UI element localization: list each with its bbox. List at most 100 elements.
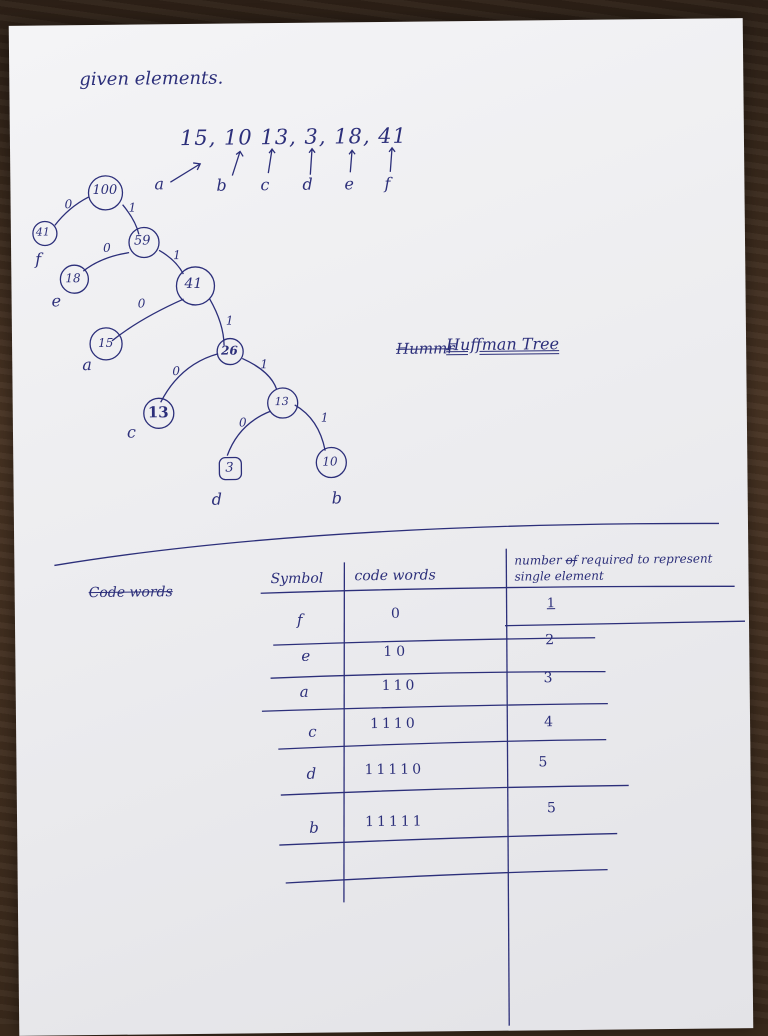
leaf-letter-e: e [51, 291, 62, 311]
edge-bit-41-right: 1 [225, 313, 234, 328]
leaf-letter-c: c [126, 422, 137, 442]
edge-bit-26-right: 1 [260, 357, 269, 372]
edge-bit-26-left: 0 [172, 364, 181, 379]
row-5-bits: 5 [546, 800, 556, 817]
node-label-41-leaf: 41 [35, 225, 50, 239]
table-col-line-1 [343, 562, 346, 903]
element-letter-f: f [384, 173, 391, 193]
edge-13-3 [226, 410, 272, 456]
tree-label: Huffman Tree [445, 334, 560, 355]
row-4-code: 11110 [364, 761, 425, 779]
node-3 [218, 456, 243, 481]
edge-41-15 [111, 298, 184, 342]
edge-13-10 [294, 404, 326, 451]
edge-100-41 [54, 196, 89, 226]
node-26 [216, 337, 244, 366]
table-grid [261, 548, 746, 1026]
element-arrows [170, 146, 396, 183]
node-59 [128, 226, 160, 259]
table-row-line-7 [285, 868, 608, 884]
leaf-letter-a: a [82, 355, 92, 375]
edge-26-13b [241, 357, 278, 390]
node-label-15: 15 [97, 335, 114, 350]
table-row-line-1 [273, 637, 596, 646]
table-row-line-6 [279, 832, 618, 846]
tree-edges [54, 196, 326, 456]
node-label-18: 18 [65, 271, 81, 286]
node-label-41: 41 [184, 275, 203, 293]
node-15 [89, 327, 123, 361]
element-letter-d: d [302, 174, 313, 194]
row-2-bits: 3 [543, 670, 553, 687]
table-row-line-5 [280, 784, 629, 796]
row-3-code: 1110 [369, 715, 418, 733]
node-label-13-leaf: 13 [147, 403, 169, 422]
node-label-3: 3 [225, 460, 234, 476]
edge-26-13 [160, 353, 219, 403]
table-row-line-2 [270, 671, 606, 679]
edge-bit-13-right: 1 [320, 410, 329, 425]
element-letter-e: e [344, 174, 354, 194]
header-underline [505, 620, 746, 627]
leaf-letter-f: f [35, 249, 42, 269]
node-100 [87, 175, 124, 211]
node-label-13: 13 [274, 394, 289, 409]
edge-59-18 [82, 251, 130, 272]
separator-top [54, 522, 719, 567]
edge-41-26 [209, 298, 225, 346]
code-words-struck: Code words [88, 584, 173, 602]
node-10 [315, 446, 347, 479]
row-3-symbol: c [308, 722, 317, 741]
edge-bit-59-left: 0 [102, 240, 111, 255]
edge-bit-100-left: 0 [64, 197, 73, 212]
arrow-c [267, 148, 276, 174]
huffman-tree-drawing [32, 146, 746, 1026]
arrow-b [231, 150, 244, 176]
edge-bit-59-right: 1 [173, 248, 181, 263]
row-0-code: 0 [390, 605, 400, 622]
element-letter-c: c [260, 175, 270, 195]
page-separators [54, 522, 735, 594]
header-symbol: Symbol [270, 570, 324, 588]
row-1-code: 10 [383, 643, 410, 660]
elements-list: 15, 10 13, 3, 18, 41 [179, 123, 408, 151]
given-elements-title: given elements. [79, 67, 224, 91]
node-label-26: 26 [221, 343, 238, 358]
element-letter-b: b [216, 175, 227, 195]
row-3-bits: 4 [543, 714, 554, 731]
row-5-symbol: b [309, 818, 319, 837]
arrow-e [348, 149, 356, 173]
edge-bit-13-left: 0 [238, 415, 247, 430]
node-13-leaf [143, 397, 175, 429]
node-13 [267, 387, 299, 419]
row-2-symbol: a [299, 682, 309, 701]
row-0-symbol: f [296, 610, 303, 629]
node-41-leaf [32, 220, 58, 247]
node-label-59: 59 [133, 233, 151, 249]
header-code-words: code words [354, 567, 436, 585]
row-1-bits: 2 [545, 632, 555, 649]
row-4-symbol: d [306, 764, 317, 783]
node-41 [175, 266, 216, 306]
element-letter-a: a [154, 174, 165, 194]
arrow-f [388, 146, 396, 172]
table-row-line-3 [261, 702, 608, 712]
arrow-a [170, 162, 202, 183]
row-2-code: 110 [381, 677, 418, 695]
edge-bit-41-left: 0 [137, 296, 146, 311]
row-5-code: 11111 [365, 813, 425, 831]
paper-sheet: given elements. 15, 10 13, 3, 18, 41 a b… [8, 18, 754, 1036]
row-4-bits: 5 [538, 754, 548, 771]
row-0-bits: 1 [546, 596, 556, 612]
arrow-d [308, 147, 316, 175]
table-row-line-4 [278, 739, 607, 750]
node-18 [59, 264, 90, 294]
node-label-10: 10 [322, 454, 338, 469]
header-bits-required: number of required to represent single e… [514, 551, 713, 584]
leaf-letter-d: d [211, 489, 223, 509]
edge-bit-100-right: 1 [128, 200, 137, 215]
node-label-100: 100 [92, 182, 118, 199]
leaf-letter-b: b [331, 488, 343, 508]
row-1-symbol: e [301, 646, 311, 665]
tree-nodes [32, 175, 347, 481]
